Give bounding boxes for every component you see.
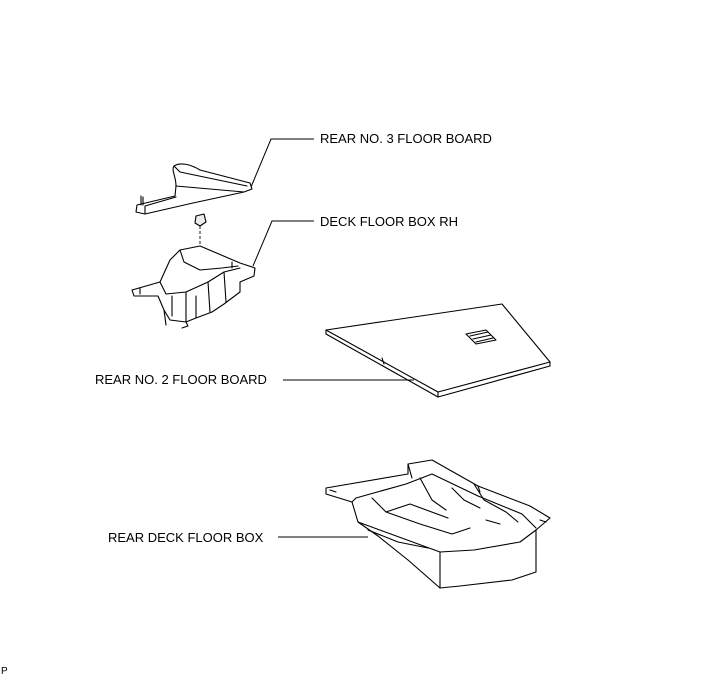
deck-floor-box-rh-part (131, 245, 256, 329)
label-rear-no2-floor-board: REAR NO. 2 FLOOR BOARD (95, 372, 267, 387)
label-rear-no3-floor-board: REAR NO. 3 FLOOR BOARD (320, 131, 492, 146)
corner-code: P (1, 666, 8, 677)
leader-deck-floor-box-rh (252, 220, 314, 267)
rear-deck-floor-box-part (325, 459, 551, 589)
rear-no2-floor-board-part (325, 303, 551, 398)
label-rear-deck-floor-box: REAR DECK FLOOR BOX (108, 530, 264, 545)
leader-rear-no3-floor-board (250, 138, 314, 188)
label-deck-floor-box-rh: DECK FLOOR BOX RH (320, 214, 458, 229)
rear-no3-floor-board-part (135, 163, 253, 215)
